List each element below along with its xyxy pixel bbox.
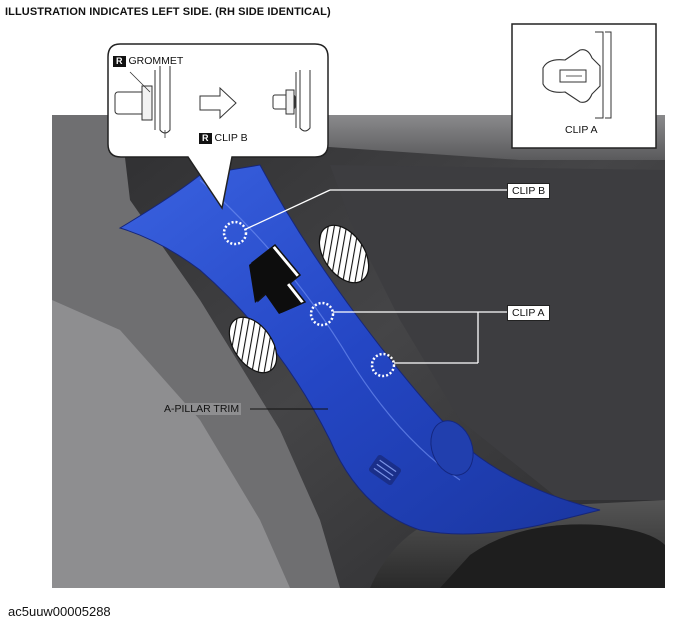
clip-a-callout: CLIP A xyxy=(507,305,550,321)
leader-lines xyxy=(245,189,508,364)
grommet-badge: R xyxy=(113,56,126,67)
removal-direction-arrow xyxy=(249,243,307,314)
inset-clip-a-label: CLIP A xyxy=(565,124,598,136)
hatched-area-upper xyxy=(318,224,370,284)
inset-clip-a xyxy=(511,23,657,149)
clip-a-marker-upper xyxy=(309,301,335,327)
figure-id: ac5uuw00005288 xyxy=(8,604,111,619)
hatched-area-lower xyxy=(228,316,278,374)
page-title: ILLUSTRATION INDICATES LEFT SIDE. (RH SI… xyxy=(5,6,331,18)
clip-b-callout: CLIP B xyxy=(507,183,551,199)
clip-a-marker-lower xyxy=(370,352,396,378)
a-pillar-trim-label: A-PILLAR TRIM xyxy=(162,403,242,415)
inset-grommet-clip-b xyxy=(107,43,329,210)
clip-b-badge: R xyxy=(199,133,212,144)
clip-b-marker xyxy=(222,220,248,246)
